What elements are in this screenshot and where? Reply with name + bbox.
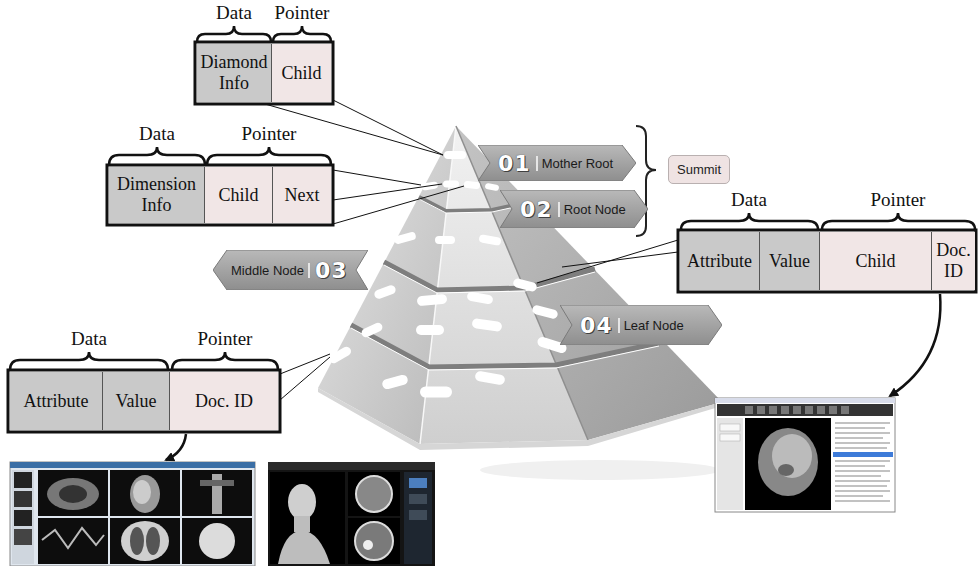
column-header: Data [139,123,175,145]
level-banner: 01 Mother Root [478,145,636,181]
cell-text: Diamond Info [199,52,269,93]
level-number: 01 [498,151,531,176]
table-cell: Dimension Info [109,167,205,223]
cell-text: Attribute [12,391,100,412]
column-header: Pointer [242,123,297,145]
level-number: 02 [520,197,553,222]
column-header: Pointer [871,189,926,211]
banner-outline [213,250,368,290]
cell-text: Doc. ID [934,240,973,281]
pyramid [318,126,722,480]
cell-text: Next [275,185,329,206]
level-name: Leaf Node [618,318,684,333]
table-cell: Doc. ID [170,372,278,430]
tag-text: Summit [677,162,721,177]
table-cell: Diamond Info [197,44,272,102]
viewer-screenshot [10,462,255,566]
cell-text: Value [105,391,167,412]
banner-content: 04 Leaf Node [580,305,684,345]
level-banner: 04 Leaf Node [560,305,722,345]
table-cell: Value [760,232,820,290]
summit-tag: Summit [668,155,730,184]
level-number: 04 [580,313,613,338]
table-cell: Attribute [10,372,103,430]
table-cell: Child [272,44,331,102]
banner-content: 01 Mother Root [498,145,613,181]
cell-text: Doc. ID [172,391,276,412]
level-name: Root Node [558,202,626,217]
viewer-screenshot [715,398,895,512]
level-banner: 02 Root Node [500,190,648,228]
banner-outline [500,190,648,228]
column-header: Data [216,2,252,24]
table-cell: Child [820,232,932,290]
banner-outline [560,305,722,345]
cell-text: Value [762,251,817,272]
level-number: 03 [315,258,348,283]
viewer-screenshot [268,462,435,566]
table-cell: Value [103,372,170,430]
level-name: Mother Root [536,156,614,171]
cell-text: Child [822,251,929,272]
cell-text: Attribute [682,251,757,272]
column-header: Data [71,328,107,350]
cell-text: Child [207,185,270,206]
level-banner: Middle Node 03 [213,250,368,290]
table-cell: Doc. ID [932,232,975,290]
banner-outline [478,145,636,181]
node-dot [327,151,567,398]
table-cell: Child [205,167,273,223]
banner-content: 02 Root Node [520,190,626,228]
column-header: Pointer [275,2,330,24]
cell-text: Dimension Info [111,174,202,215]
column-header: Data [731,189,767,211]
banner-content: Middle Node 03 [231,250,348,290]
table-cell: Attribute [680,232,760,290]
column-header: Pointer [198,328,253,350]
table-outline [8,42,976,432]
table-cell: Next [273,167,331,223]
cell-text: Child [274,63,329,84]
level-name: Middle Node [231,263,310,278]
